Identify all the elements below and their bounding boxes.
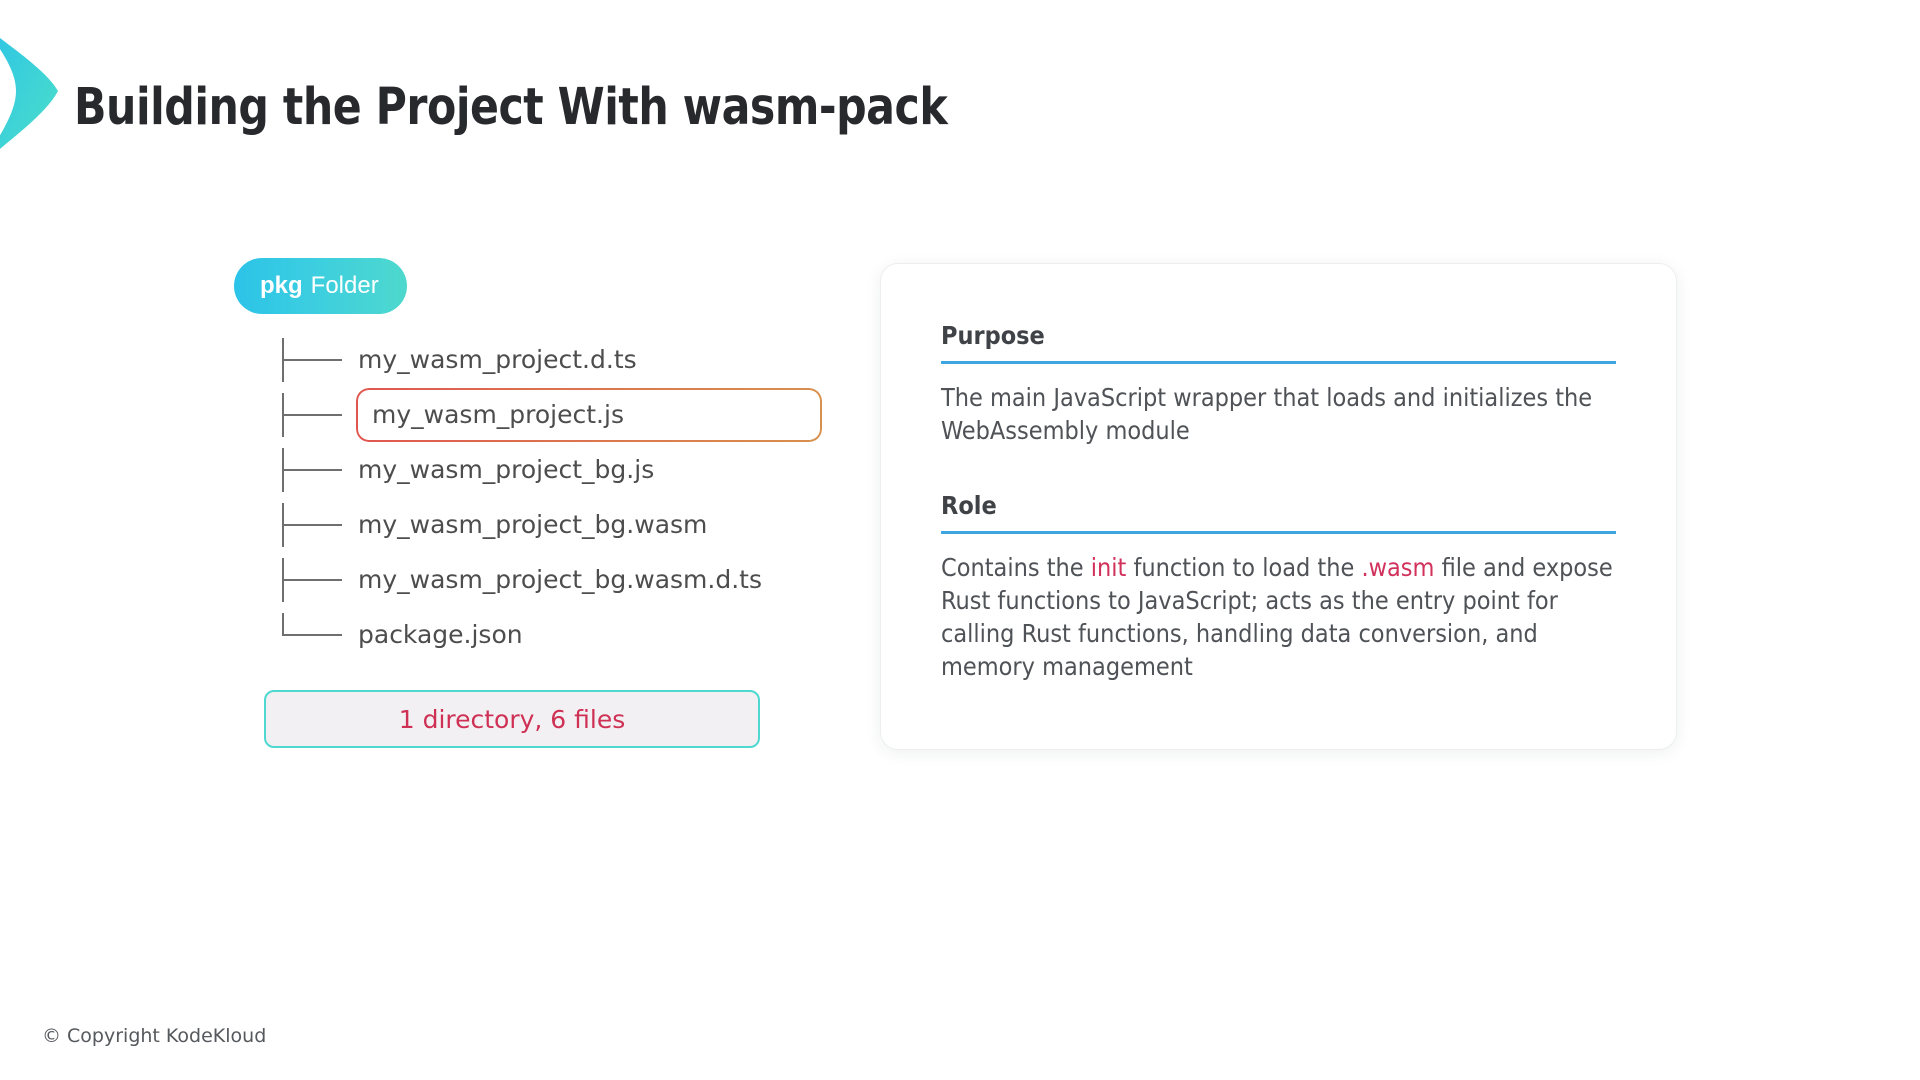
- tree-tee-connector-icon: [280, 442, 358, 497]
- tree-elbow-connector-icon: [280, 607, 358, 662]
- pkg-folder-badge: pkg Folder: [234, 258, 407, 314]
- file-tree-row[interactable]: my_wasm_project_bg.wasm.d.ts: [280, 552, 854, 607]
- file-tree-item-label: my_wasm_project_bg.js: [358, 455, 655, 484]
- page-title: Building the Project With wasm-pack: [74, 78, 948, 137]
- tree-tee-connector-icon: [280, 497, 358, 552]
- code-accent-text: .wasm: [1361, 553, 1435, 582]
- pkg-folder-badge-label: Folder: [310, 272, 379, 299]
- body-text: function to load the: [1126, 553, 1362, 582]
- chevron-decoration-icon: [0, 37, 58, 149]
- tree-tee-connector-icon: [280, 552, 358, 607]
- file-tree-item-label: package.json: [358, 620, 523, 649]
- body-text: file and expose Rust functions to JavaSc…: [941, 553, 1613, 681]
- card-section-heading: Purpose: [941, 321, 1616, 364]
- file-tree-item-label: my_wasm_project.d.ts: [358, 345, 637, 374]
- footer-copyright: © Copyright KodeKloud: [42, 1025, 267, 1047]
- tree-tee-connector-icon: [280, 332, 358, 387]
- file-tree-row[interactable]: my_wasm_project.d.ts: [280, 332, 854, 387]
- card-section-body: The main JavaScript wrapper that loads a…: [941, 381, 1616, 447]
- code-accent-text: init: [1090, 553, 1127, 582]
- file-tree-item-label: my_wasm_project_bg.wasm.d.ts: [358, 565, 762, 594]
- body-text: The main JavaScript wrapper that loads a…: [941, 383, 1593, 445]
- pkg-folder-badge-key: pkg: [260, 272, 303, 299]
- tree-tee-connector-icon: [280, 387, 358, 442]
- tree-summary-box: 1 directory, 6 files: [264, 690, 760, 748]
- tree-summary-text: 1 directory, 6 files: [398, 704, 626, 734]
- file-tree-item-label: my_wasm_project.js: [358, 389, 820, 440]
- body-text: Contains the: [941, 553, 1091, 582]
- file-tree-item-label: my_wasm_project_bg.wasm: [358, 510, 708, 539]
- file-tree-row[interactable]: my_wasm_project_bg.wasm: [280, 497, 854, 552]
- file-tree-row[interactable]: package.json: [280, 607, 854, 662]
- card-section-heading: Role: [941, 491, 1616, 534]
- card-section-body: Contains the init function to load the .…: [941, 551, 1616, 683]
- file-tree-row[interactable]: my_wasm_project_bg.js: [280, 442, 854, 497]
- file-tree-row-selected[interactable]: my_wasm_project.js: [280, 387, 854, 442]
